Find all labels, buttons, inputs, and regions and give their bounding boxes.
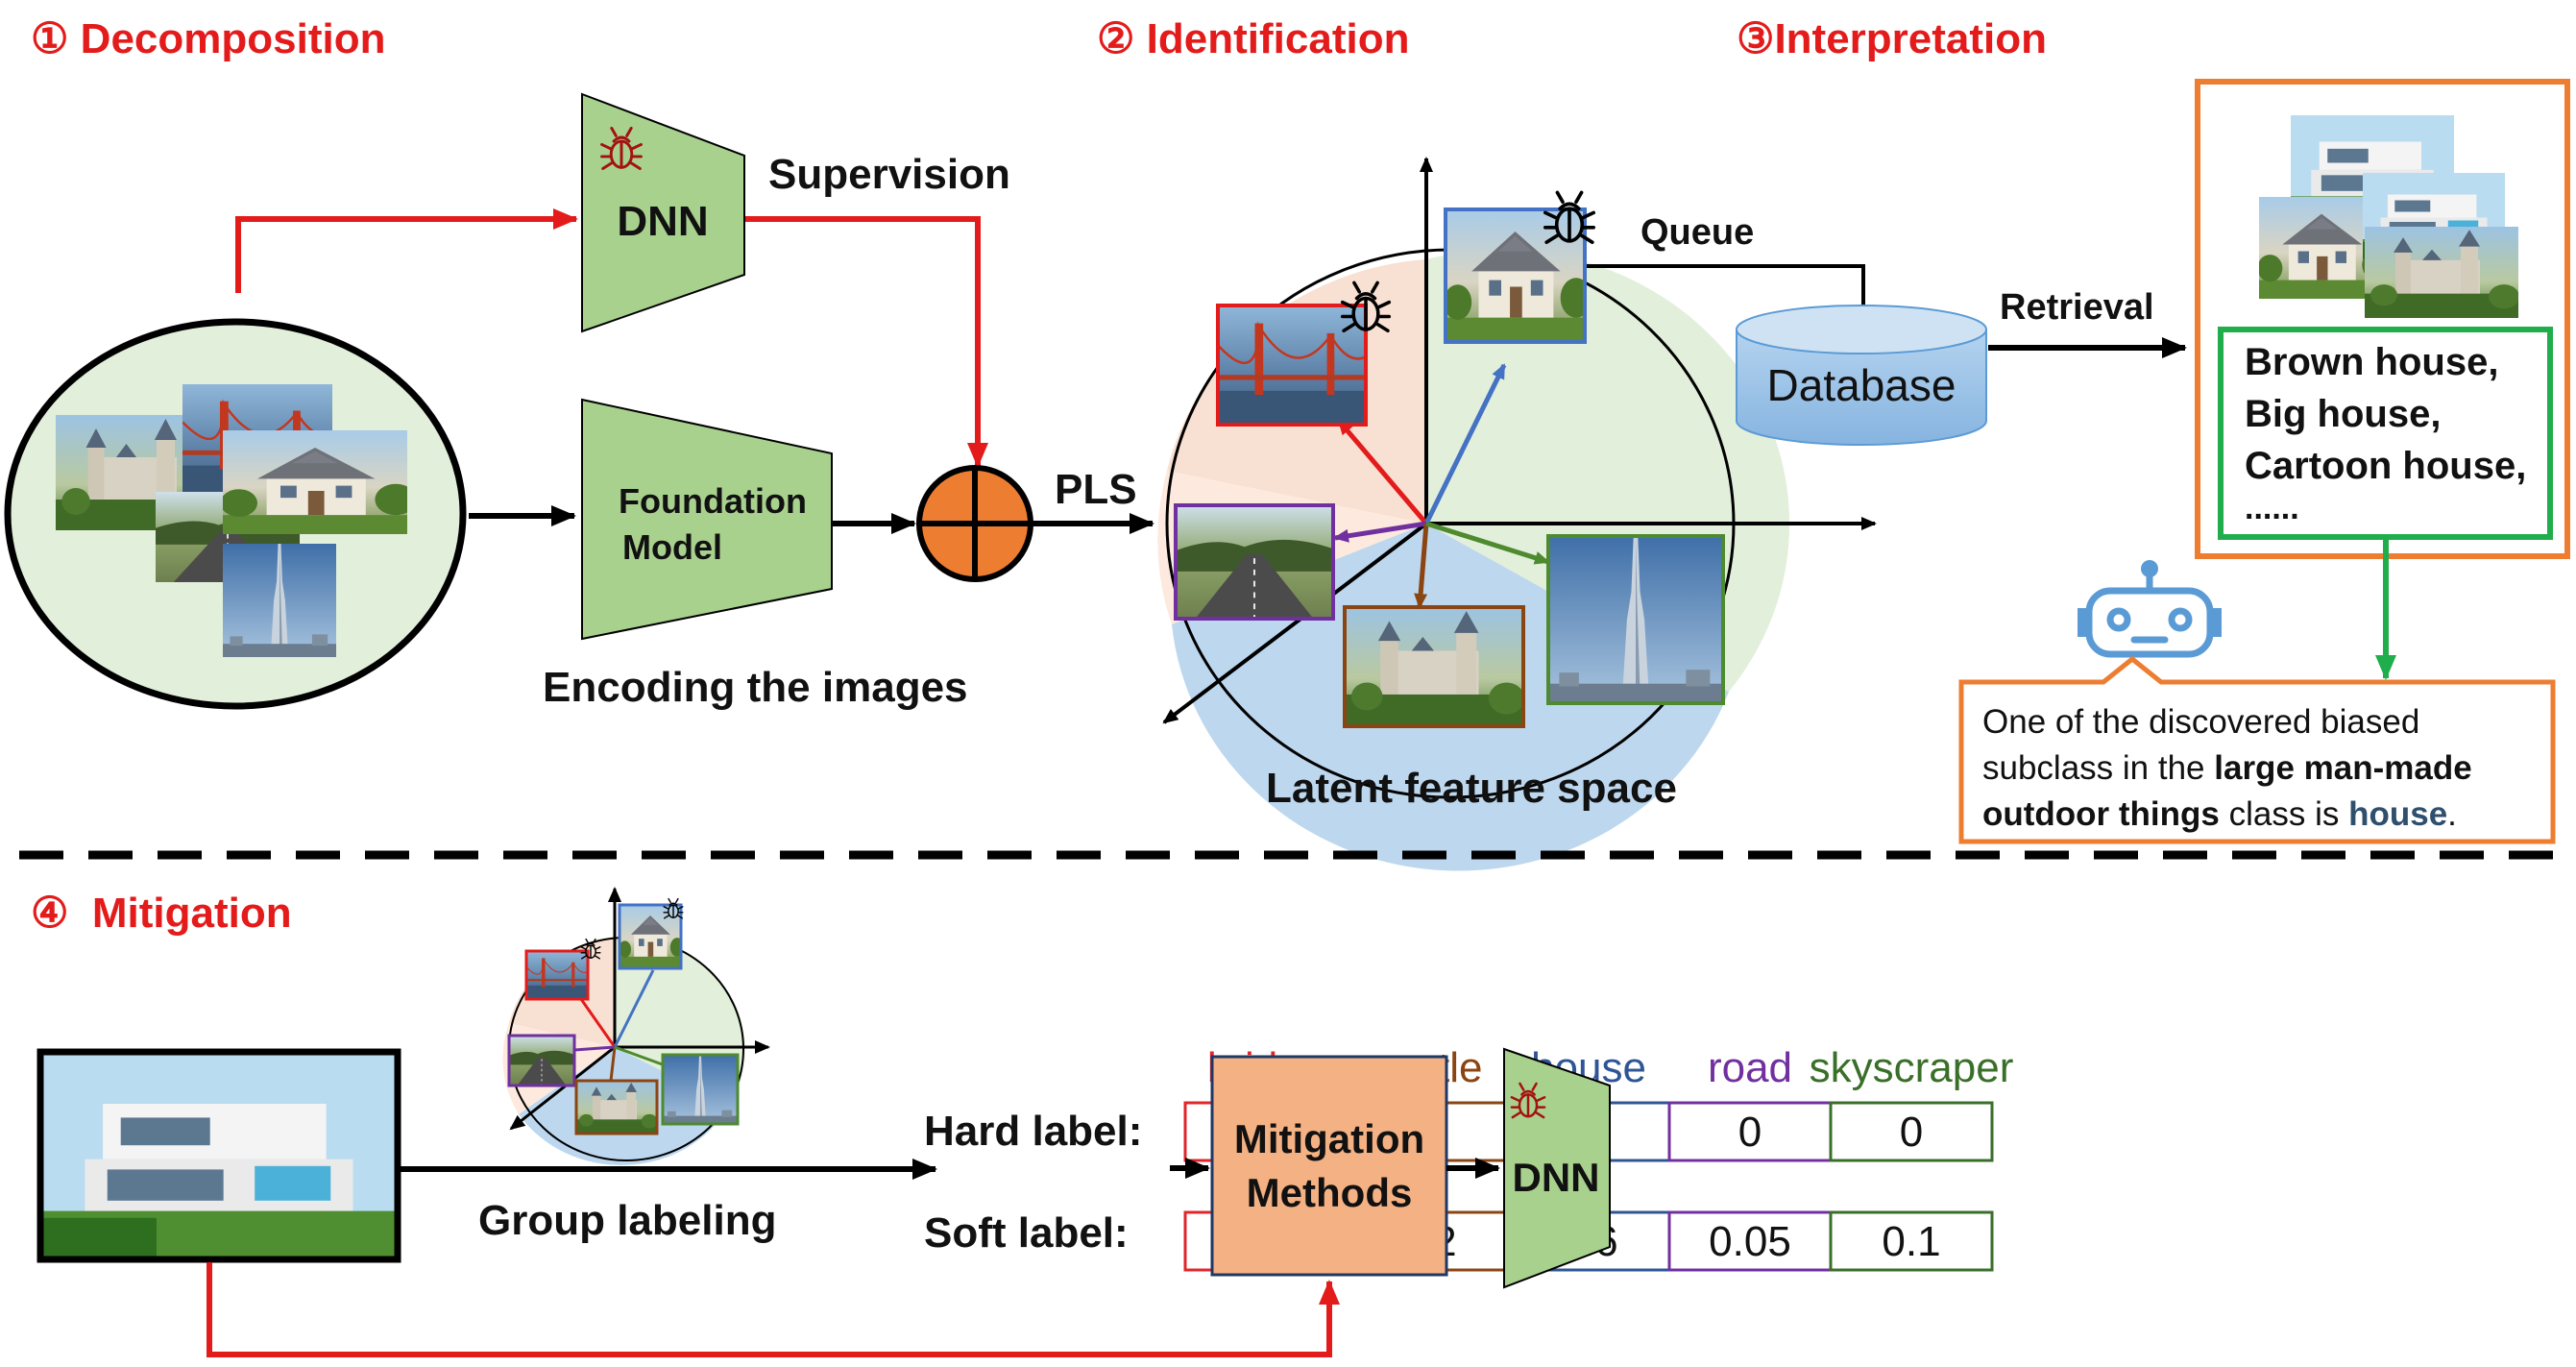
arrow-feedback: [207, 1262, 1340, 1357]
supervision-label: Supervision: [768, 151, 1010, 198]
finding-part2: subclass in the: [1982, 749, 2215, 787]
latent-space-small: [502, 887, 770, 1165]
finding-part1: One of the discovered biased: [1982, 703, 2420, 741]
final-dnn-label: DNN: [1513, 1155, 1600, 1200]
finding-speech-box: [1958, 655, 2556, 844]
database-cylinder: Database: [1736, 305, 1987, 446]
interpretation-result-panel: Brown house, Big house, Cartoon house, .…: [2195, 79, 2570, 559]
finding-end: .: [2447, 795, 2457, 833]
step-mitigation-title: ④ Mitigation: [31, 890, 292, 937]
soft-label-cell-skyscraper: [1829, 1210, 1994, 1272]
space-road-image: [1176, 505, 1333, 619]
thumb-skyscraper: [223, 544, 336, 657]
finding-part3: class is: [2219, 795, 2349, 833]
small-road-image: [509, 1036, 574, 1086]
description-4: ......: [2245, 490, 2299, 526]
methods-line1: Mitigation: [1234, 1116, 1424, 1161]
dnn-label: DNN: [617, 198, 708, 245]
hard-label-value-skyscraper: 0: [1900, 1109, 1923, 1156]
space-bridge-image: [1218, 305, 1366, 425]
finding-bold2: outdoor things: [1982, 795, 2220, 833]
space-skyscraper-image: [1548, 536, 1723, 703]
image-dataset-circle: [4, 318, 467, 710]
foundation-label-line1: Foundation: [619, 481, 807, 521]
group-labeling-caption: Group labeling: [478, 1197, 776, 1244]
small-castle-image: [576, 1081, 658, 1134]
hard-label-title: Hard label:: [924, 1108, 1142, 1155]
hard-label-value-road: 0: [1738, 1109, 1762, 1156]
robot-icon: [2078, 560, 2222, 658]
foundation-label-line2: Model: [622, 527, 722, 567]
description-2: Big house,: [2245, 393, 2441, 435]
finding-text: One of the discovered biased subclass in…: [1969, 682, 2550, 841]
methods-line2: Methods: [1247, 1170, 1413, 1215]
step-interpretation-title: ③Interpretation: [1737, 15, 2047, 62]
small-house-image: [619, 905, 684, 968]
foundation-model: Foundation Model: [581, 398, 833, 641]
latent-space-large: [1157, 157, 1877, 871]
latent-space-caption: Latent feature space: [1266, 765, 1677, 812]
retrieval-label: Retrieval: [2000, 287, 2154, 328]
mitigation-methods-box: Mitigation Methods: [1210, 1055, 1448, 1277]
mitigation-input-frame: [36, 1048, 401, 1263]
soft-label-value-skyscraper: 0.1: [1882, 1218, 1940, 1265]
class-name-skyscraper: skyscraper: [1810, 1044, 2014, 1091]
final-dnn-model: DNN: [1503, 1047, 1611, 1289]
arrow-supervision: [745, 216, 988, 468]
finding-highlight: house: [2348, 795, 2448, 833]
hard-label-cell-skyscraper: [1829, 1101, 1994, 1162]
soft-label-cell-road: [1667, 1210, 1833, 1272]
soft-label-value-road: 0.05: [1709, 1218, 1791, 1265]
description-3: Cartoon house,: [2245, 445, 2526, 487]
step-identification-title: ② Identification: [1097, 15, 1409, 62]
small-skyscraper-image: [663, 1055, 738, 1124]
database-label: Database: [1767, 360, 1956, 410]
space-castle-image: [1345, 607, 1524, 726]
class-name-road: road: [1708, 1044, 1792, 1091]
combine-plus-icon: [916, 465, 1033, 582]
mitigation-input-image: [40, 1052, 398, 1259]
arrow-to-dnn: [235, 208, 578, 293]
dnn-model: DNN: [581, 92, 745, 333]
thumb-house: [221, 430, 417, 534]
description-1: Brown house,: [2245, 341, 2498, 383]
soft-label-title: Soft label:: [924, 1209, 1129, 1257]
step-decomposition-title: ① Decomposition: [31, 15, 385, 62]
pls-label: PLS: [1055, 466, 1137, 513]
small-bridge-image: [526, 951, 588, 999]
finding-bold1: large man-made: [2214, 749, 2472, 787]
result-house-image-4: [2365, 227, 2519, 318]
encoding-caption: Encoding the images: [543, 664, 968, 711]
queue-label: Queue: [1640, 212, 1754, 253]
